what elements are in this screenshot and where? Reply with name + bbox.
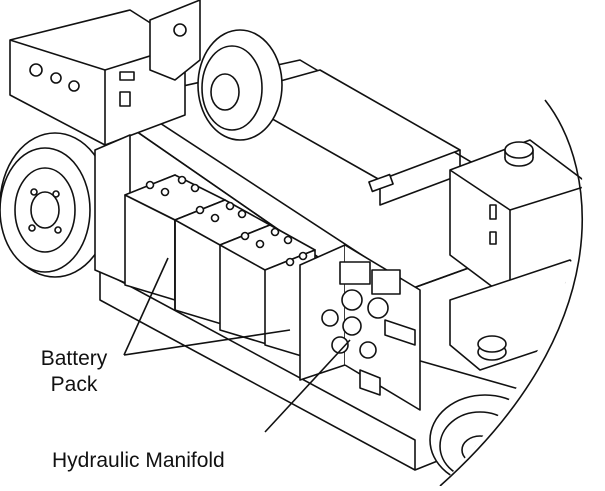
battery-leader-1 xyxy=(123,257,169,356)
manifold-leader xyxy=(264,339,351,433)
hydraulic-manifold-label: Hydraulic Manifold xyxy=(52,449,225,472)
battery-label-line1: Battery xyxy=(40,347,108,370)
cover-latch xyxy=(368,173,394,193)
tank-cylinder xyxy=(449,259,583,371)
wheel-rear-top xyxy=(197,29,283,141)
detail-boundary xyxy=(439,99,584,487)
battery-pack-label: Battery Pack xyxy=(26,346,122,398)
wheel-front-right xyxy=(429,394,541,486)
bracket xyxy=(149,0,201,81)
side-compartment xyxy=(449,139,583,301)
control-box xyxy=(9,9,186,146)
chassis-side xyxy=(99,269,416,470)
battery-label-line2: Pack xyxy=(50,373,98,396)
leader-lines xyxy=(123,257,351,433)
hydraulic-manifold xyxy=(299,244,421,411)
wheel-front-left xyxy=(0,132,111,278)
battery-leader-2 xyxy=(123,329,291,356)
